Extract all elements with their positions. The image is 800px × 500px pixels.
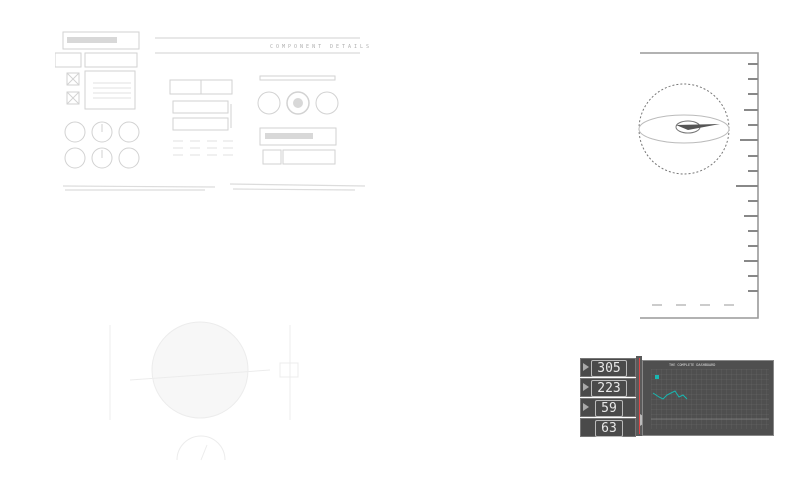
graph-title: THE COMPLETE DASHBOARD: [669, 363, 716, 367]
separator-bar: [636, 356, 642, 436]
play-icon[interactable]: [583, 403, 589, 411]
readout-59: 59: [580, 398, 636, 417]
graph-plot: [651, 369, 769, 429]
readout-305: 305: [580, 358, 636, 377]
readout-223: 223: [580, 378, 636, 397]
component-label: COMPONENT: [270, 44, 325, 50]
readout-column: 305 223 59 63: [578, 356, 636, 438]
play-icon[interactable]: [583, 363, 589, 371]
readout-value: 223: [591, 380, 627, 397]
details-label: DETAILS: [330, 44, 373, 50]
readout-value: 305: [591, 360, 627, 377]
radar-ruler-panel: [638, 52, 759, 319]
readout-63: 63: [580, 418, 636, 437]
play-icon[interactable]: [583, 383, 589, 391]
hud-mini-dashboard: 305 223 59 63 THE COMPLETE DASHBOARD: [578, 356, 774, 438]
readout-value: 59: [595, 400, 623, 417]
warning-stripe: [639, 358, 640, 434]
wireframe-control-panel: [55, 31, 366, 191]
graph-panel: THE COMPLETE DASHBOARD: [642, 360, 774, 436]
faint-cockpit-dial: [109, 321, 299, 461]
readout-value: 63: [595, 420, 623, 437]
